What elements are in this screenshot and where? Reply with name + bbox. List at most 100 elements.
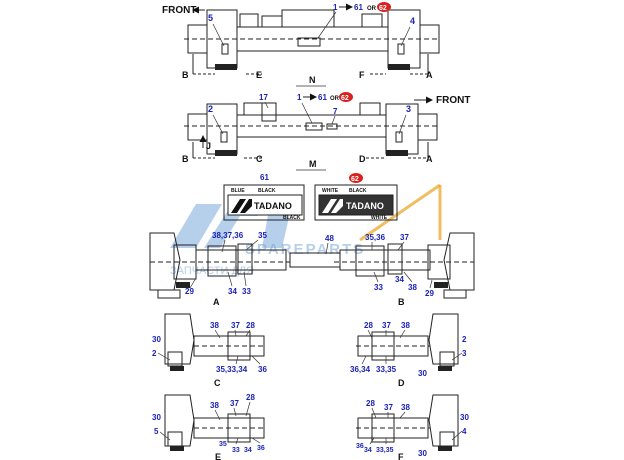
badge-62-decal [349,173,363,183]
decal-62-brand-color: WHITE [371,215,388,221]
detail-f: 28 37 38 30 4 36 34 33,35 30 F [356,394,469,460]
watermark-line1: SPAREPARTS [245,241,365,258]
section-a-n: A [426,70,433,80]
callout-7-m: 7 [333,107,338,116]
section-b-m: B [182,154,189,164]
detail-e-c2: 5 [154,427,159,436]
detail-c-c5: 28 [246,321,255,330]
item-1-m: 1 [297,93,302,102]
decal-61-bottom-top: BLACK [258,188,276,194]
view-letter-m: M [309,159,317,169]
callout-5-n: 5 [208,13,213,23]
tadano-logo-white-icon [322,199,343,213]
detail-d-c8: 30 [418,369,427,378]
detail-e-c9: 36 [257,445,265,452]
detail-b-letter: B [398,297,405,307]
detail-e-c3: 38 [210,401,219,410]
detail-f-c7: 34 [364,447,372,454]
detail-b-c2: 37 [400,233,409,242]
detail-c-c3: 38 [210,321,219,330]
detail-e-c6: 35 [219,441,227,448]
callout-3-m: 3 [406,104,411,114]
detail-d-c1: 28 [364,321,373,330]
section-j-m: J [206,141,211,151]
detail-d-c5: 3 [462,349,467,358]
detail-d: 28 37 38 2 3 36,34 33,35 30 D [350,313,467,388]
detail-f-c5: 4 [462,427,467,436]
detail-d-c4: 2 [462,335,467,344]
decal-62-brand: TADANO [346,201,384,211]
detail-a-c3: 29 [185,287,194,296]
decal-position-m [305,122,323,131]
detail-b-c6: 29 [425,289,434,298]
detail-c-c2: 2 [152,349,157,358]
section-f-n: F [359,70,365,80]
callout-17-m: 17 [259,93,268,102]
detail-d-c2: 37 [382,321,391,330]
detail-d-c6: 36,34 [350,365,371,374]
detail-a: 38,37,36 35 29 34 33 A [149,231,290,307]
detail-b-c5: 38 [408,283,417,292]
decal-62-top: WHITE [322,188,339,194]
callout-2-m: 2 [208,104,213,114]
detail-a-c5: 33 [242,287,251,296]
detail-f-letter: F [398,452,404,460]
or-m: OR [330,96,340,102]
detail-e-c5: 28 [246,393,255,402]
detail-c-c7: 36 [258,365,267,374]
watermark-line2: ЗАПЧАСТИ ДЛЯ [170,265,254,277]
item-61-m: 61 [318,93,327,102]
detail-a-c2: 35 [258,231,267,240]
decal-61-brand: TADANO [254,201,292,211]
badge-62-m [339,92,353,102]
detail-f-c9: 30 [418,449,427,458]
detail-c-c1: 30 [152,335,161,344]
section-c-m: C [256,154,263,164]
detail-e-letter: E [215,452,221,460]
or-n: OR [367,6,377,12]
detail-a-c4: 34 [228,287,237,296]
item-62-m: 62 [341,95,349,102]
detail-f-c8: 33,35 [376,447,394,454]
decal-61-top: BLUE [231,188,245,194]
detail-b-c4: 34 [395,275,404,284]
detail-a-c1: 38,37,36 [212,231,244,240]
decal-blue: 61 BLUE BLACK TADANO BLACK [223,173,305,221]
detail-d-c3: 38 [401,321,410,330]
view-letter-n: N [309,75,316,85]
item-61-n: 61 [354,3,363,12]
detail-e-c8: 34 [244,447,252,454]
detail-f-c4: 30 [460,413,469,422]
item-62-n: 62 [379,5,387,12]
detail-f-c1: 28 [366,399,375,408]
detail-d-letter: D [398,378,405,388]
detail-c-c4: 37 [231,321,240,330]
decal-62-number: 62 [351,176,359,183]
detail-e: 30 5 38 37 28 35 33 34 36 E [152,393,266,460]
detail-d-c7: 33,35 [376,365,397,374]
tadano-logo-icon [231,199,252,213]
callout-4-n: 4 [410,16,415,26]
detail-e-c7: 33 [232,447,240,454]
detail-b-c3: 33 [374,283,383,292]
detail-f-c2: 37 [384,403,393,412]
view-n: FRONT 5 4 1 61 OR 62 B E [162,2,440,87]
decal-61-brand-color: BLACK [283,215,301,221]
decal-white: 62 WHITE BLACK TADANO WHITE [314,173,398,221]
detail-c: 30 2 38 37 28 35,33,34 36 C [152,313,267,388]
detail-c-c6: 35,33,34 [216,365,248,374]
detail-b-c1: 35,36 [365,233,386,242]
detail-f-c6: 36 [356,443,364,450]
detail-f-c3: 38 [401,403,410,412]
detail-b: 35,36 37 33 34 38 29 B [334,232,475,307]
watermark-logo: SPAREPARTS ЗАПЧАСТИ ДЛЯ [170,183,442,277]
decal-62-bottom-top: BLACK [349,188,367,194]
section-d-m: D [359,154,366,164]
section-b-n: B [182,70,189,80]
front-label-m: FRONT [436,95,470,106]
detail-a-letter: A [213,297,220,307]
detail-e-c4: 37 [230,399,239,408]
section-a-m: A [426,154,433,164]
detail-e-c1: 30 [152,413,161,422]
